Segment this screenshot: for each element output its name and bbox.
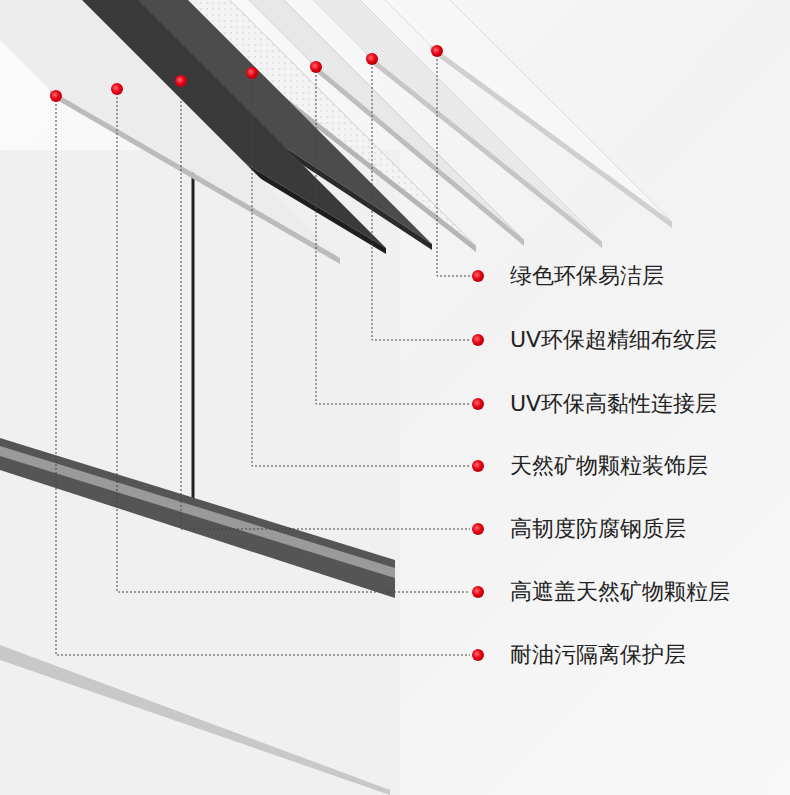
red-dots (50, 45, 484, 661)
material-layers (0, 0, 672, 264)
appliance-door (0, 150, 400, 795)
layer-label: UV环保高黏性连接层 (510, 391, 717, 417)
layer-label: 耐油污隔离保护层 (510, 642, 686, 668)
layer-label: 高遮盖天然矿物颗粒层 (510, 579, 730, 605)
layer-label: UV环保超精细布纹层 (510, 327, 717, 353)
leader-lines (56, 51, 470, 655)
handle-bar (0, 438, 395, 598)
layer-label: 高韧度防腐钢质层 (510, 516, 686, 542)
layer-label: 天然矿物颗粒装饰层 (510, 453, 708, 479)
layer-label: 绿色环保易洁层 (510, 263, 664, 289)
